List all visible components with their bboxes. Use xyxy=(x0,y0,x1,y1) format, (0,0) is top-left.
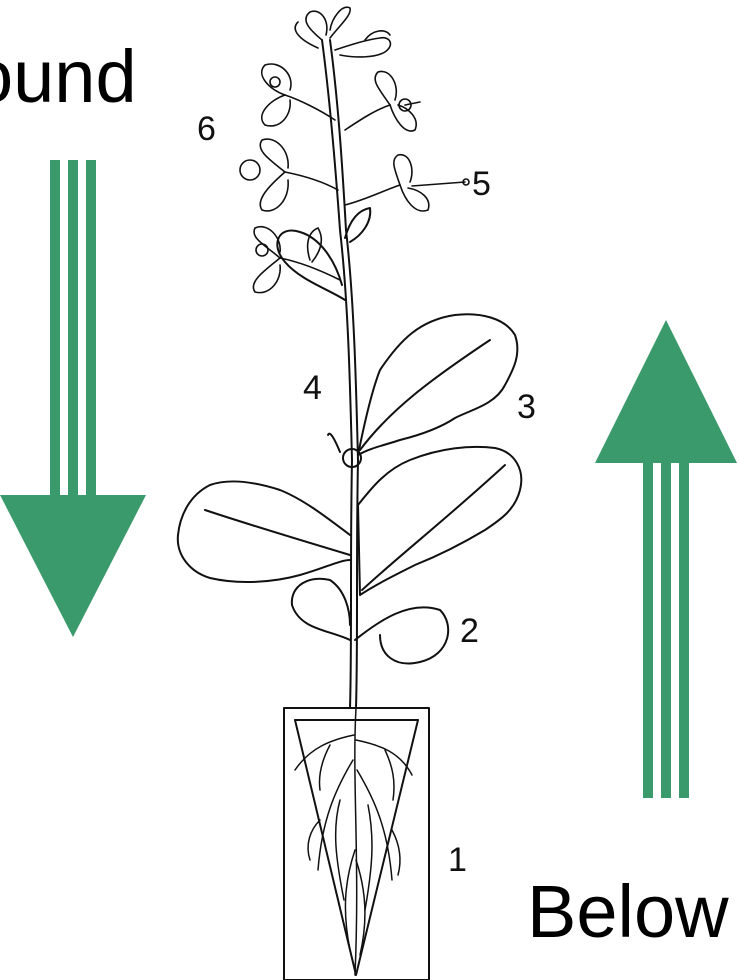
upper-leaves xyxy=(277,208,370,300)
leaf-2 xyxy=(292,579,448,664)
plant-illustration xyxy=(178,7,521,980)
number-1: 1 xyxy=(448,843,467,877)
up-arrow-icon xyxy=(595,320,737,798)
leaf-left xyxy=(178,481,350,582)
label-below: Below xyxy=(527,875,729,949)
down-arrow-icon xyxy=(0,160,146,637)
leaf-3 xyxy=(358,314,521,595)
roots xyxy=(295,708,412,975)
number-5: 5 xyxy=(472,167,491,201)
number-2: 2 xyxy=(460,614,479,648)
number-3: 3 xyxy=(517,390,536,424)
label-above: ound xyxy=(0,40,137,114)
number-6: 6 xyxy=(197,112,216,146)
number-4: 4 xyxy=(303,371,322,405)
node xyxy=(328,434,361,467)
flowers xyxy=(240,7,469,292)
